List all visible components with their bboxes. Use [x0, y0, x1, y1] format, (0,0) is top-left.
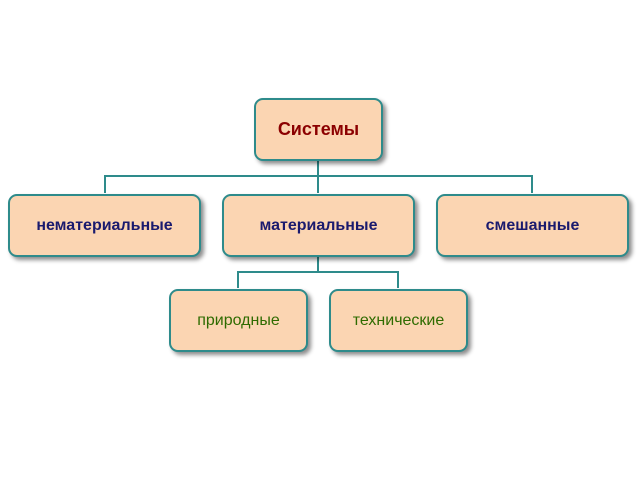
node-systems: Системы	[254, 98, 383, 161]
node-material-label: материальные	[259, 216, 378, 234]
node-technical: технические	[329, 289, 468, 352]
node-mixed-label: смешанные	[485, 216, 580, 234]
node-natural: природные	[169, 289, 308, 352]
node-technical-label: технические	[352, 311, 445, 329]
connector-level2-bar	[237, 271, 399, 288]
node-systems-label: Системы	[277, 119, 360, 139]
node-natural-label: природные	[197, 311, 280, 329]
node-nonmaterial-label: нематериальные	[36, 216, 173, 234]
node-mixed: смешанные	[436, 194, 629, 257]
node-nonmaterial: нематериальные	[8, 194, 201, 257]
node-material: материальные	[222, 194, 415, 257]
